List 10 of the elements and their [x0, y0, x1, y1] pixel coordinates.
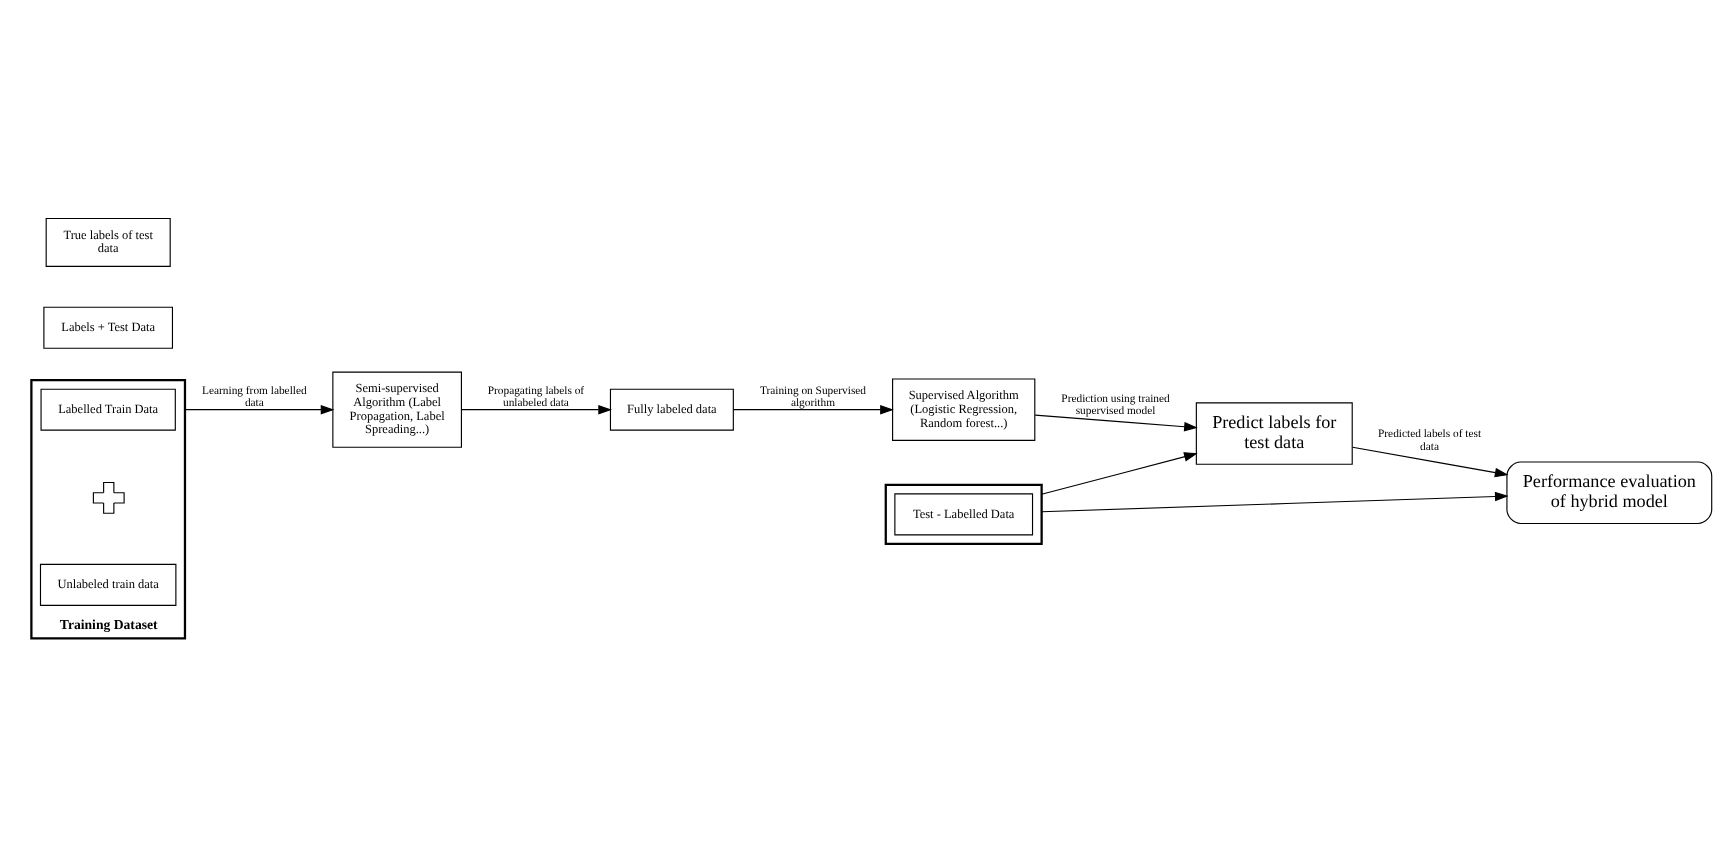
arrow	[184, 404, 335, 415]
node-box: Performance evaluation of hybrid model	[1506, 461, 1713, 524]
arrow	[460, 404, 612, 415]
arrow	[1041, 452, 1198, 495]
arrow	[1034, 414, 1198, 432]
arrow	[1352, 446, 1509, 478]
node-box: Predict labels for test data	[1195, 402, 1353, 465]
arrow	[732, 404, 894, 415]
cluster	[884, 483, 1043, 546]
arrow	[1041, 491, 1509, 513]
